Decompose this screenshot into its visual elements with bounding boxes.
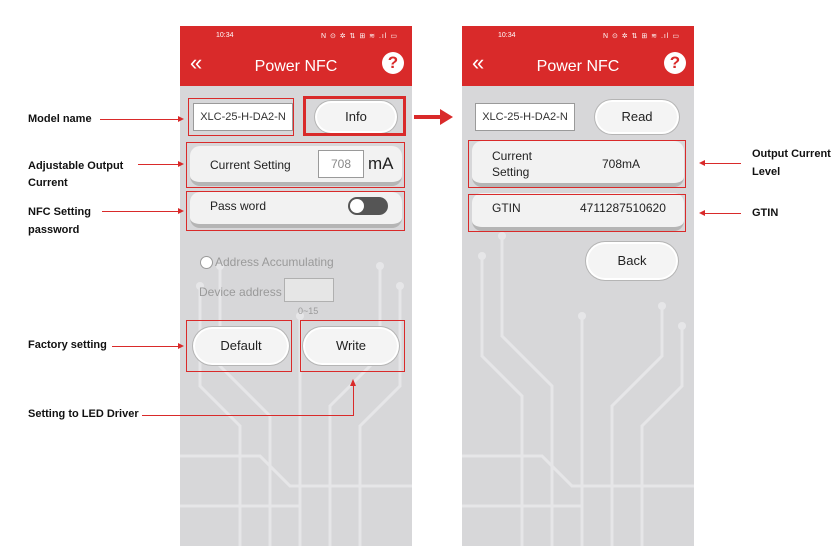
annotation-nfc-line1: NFC Setting — [28, 206, 91, 218]
current-value-input[interactable]: 708 — [318, 150, 364, 178]
current-level-value: 708mA — [602, 157, 641, 171]
current-unit: mA — [368, 154, 394, 173]
arrow-up-icon — [350, 379, 356, 386]
model-name-field[interactable]: XLC-25-H-DA2-N — [193, 103, 293, 131]
transition-arrow-icon — [414, 115, 442, 119]
annotation-line — [102, 211, 178, 212]
current-setting-card: Current Setting 708mA — [472, 141, 684, 187]
current-setting-card: Current Setting 708 mA — [190, 146, 402, 186]
address-range-hint: 0~15 — [298, 306, 319, 316]
annotation-adjustable-line2: Current — [28, 177, 68, 189]
model-name-field[interactable]: XLC-25-H-DA2-N — [475, 103, 575, 131]
highlight-right-current — [468, 140, 686, 188]
current-setting-label: Current Setting — [210, 158, 291, 172]
highlight-write-button — [300, 320, 405, 372]
toggle-knob — [350, 199, 364, 213]
arrow-right-icon — [178, 208, 184, 214]
annotation-output-level-line2: Level — [752, 166, 781, 178]
annotation-output-level-line1: Output Current — [752, 148, 831, 160]
annotation-line — [112, 346, 178, 347]
status-icons: N ⊙ ✲ ⇅ ⊞ ≋ .ıl ▭ — [320, 33, 398, 40]
annotation-adjustable-line1: Adjustable Output — [28, 160, 124, 172]
address-accumulating-label: Address Accumulating — [215, 255, 334, 269]
app-title: Power NFC — [536, 58, 620, 75]
device-address-label: Device address — [199, 285, 282, 299]
annotation-model-name: Model name — [28, 113, 92, 125]
device-address-input[interactable] — [284, 278, 334, 302]
annotation-setting-to-led: Setting to LED Driver — [28, 408, 139, 420]
gtin-value: 4711287510620 — [580, 201, 666, 215]
annotation-line — [705, 163, 741, 164]
right-phone-screen: 10:34 N ⊙ ✲ ⇅ ⊞ ≋ .ıl ▭ « Power NFC ? XL… — [462, 26, 694, 546]
read-button[interactable]: Read — [597, 102, 677, 132]
password-card: Pass word — [190, 192, 402, 228]
highlight-model-name — [188, 98, 294, 136]
annotation-factory-setting: Factory setting — [28, 339, 107, 351]
back-chevron-icon[interactable]: « — [190, 50, 203, 75]
current-setting-label-line1: Current — [492, 149, 533, 163]
highlight-right-gtin — [468, 194, 686, 232]
status-time: 10:34 — [498, 32, 516, 39]
annotation-line — [142, 415, 354, 416]
highlight-current-setting — [186, 142, 405, 188]
help-icon[interactable]: ? — [664, 52, 686, 74]
arrow-left-icon — [699, 210, 705, 216]
status-time: 10:34 — [216, 32, 234, 39]
status-icons: N ⊙ ✲ ⇅ ⊞ ≋ .ıl ▭ — [602, 33, 680, 40]
arrow-right-icon — [178, 116, 184, 122]
annotation-line — [138, 164, 178, 165]
annotation-line — [100, 119, 179, 120]
password-toggle[interactable] — [348, 197, 388, 215]
transition-arrow-head-icon — [440, 109, 453, 125]
info-button[interactable]: Info — [317, 103, 395, 131]
left-phone-screen: 10:34 N ⊙ ✲ ⇅ ⊞ ≋ .ıl ▭ « Power NFC ? XL… — [180, 26, 412, 546]
highlight-default-button — [186, 320, 292, 372]
highlight-password — [186, 191, 405, 231]
write-button[interactable]: Write — [305, 329, 397, 363]
default-button[interactable]: Default — [195, 329, 287, 363]
annotation-line — [705, 213, 741, 214]
current-setting-label-line2: Setting — [492, 165, 530, 179]
app-title: Power NFC — [254, 58, 338, 75]
annotation-gtin: GTIN — [752, 207, 779, 219]
status-bar: 10:34 N ⊙ ✲ ⇅ ⊞ ≋ .ıl ▭ — [462, 26, 694, 46]
back-chevron-icon[interactable]: « — [472, 50, 485, 75]
address-radio-icon[interactable] — [200, 256, 213, 269]
circuit-background — [462, 232, 694, 546]
annotation-nfc-line2: password — [28, 224, 80, 236]
arrow-left-icon — [699, 160, 705, 166]
arrow-right-icon — [178, 343, 184, 349]
annotation-vertical-line — [353, 385, 354, 415]
highlight-info-button — [303, 96, 406, 136]
arrow-right-icon — [178, 161, 184, 167]
help-icon[interactable]: ? — [382, 52, 404, 74]
gtin-label: GTIN — [492, 201, 521, 215]
password-label: Pass word — [210, 199, 267, 213]
back-button[interactable]: Back — [588, 244, 676, 278]
status-bar: 10:34 N ⊙ ✲ ⇅ ⊞ ≋ .ıl ▭ — [180, 26, 412, 46]
title-bar: « Power NFC ? — [180, 46, 412, 86]
gtin-card: GTIN 4711287510620 — [472, 193, 684, 231]
title-bar: « Power NFC ? — [462, 46, 694, 86]
